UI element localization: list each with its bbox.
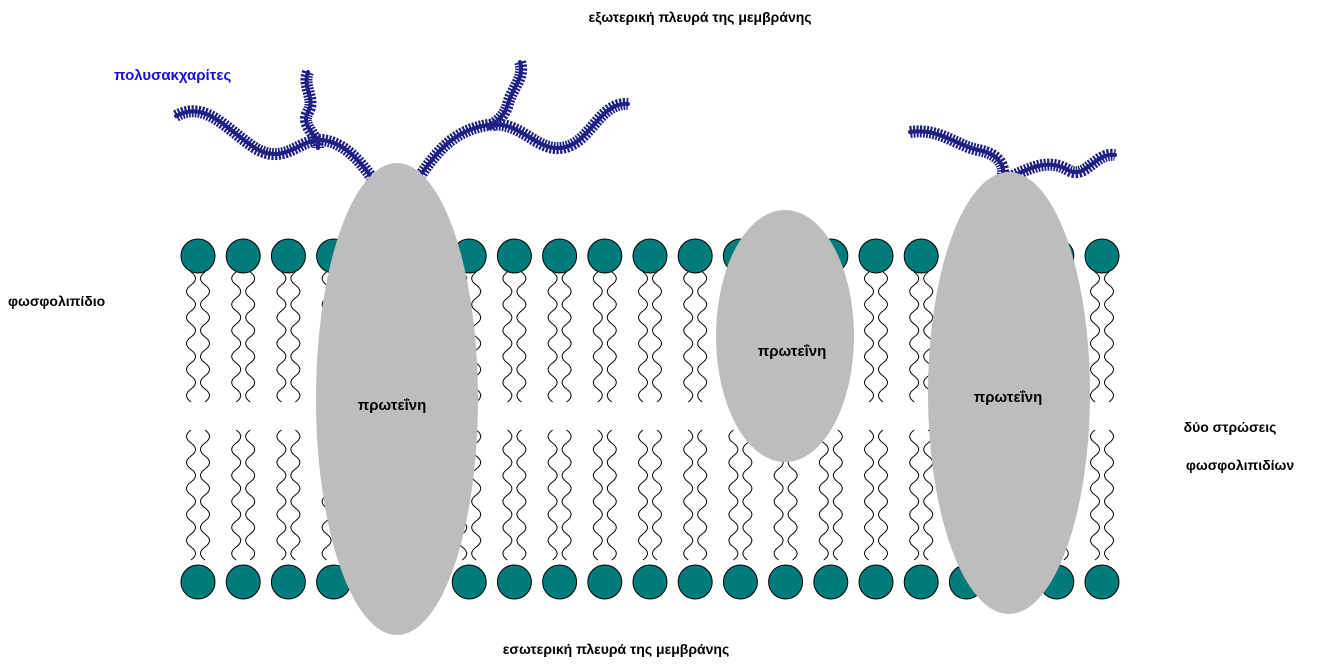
phospholipid-head [181, 565, 215, 599]
protein-1-label: πρωτεΐνη [358, 397, 427, 414]
polysaccharide-chain [910, 131, 1003, 182]
lipid-tail [607, 272, 616, 402]
lipid-tail [562, 272, 571, 402]
phospholipid-head [226, 239, 260, 273]
lipid-tail [684, 430, 693, 560]
phospholipid-head [1085, 565, 1119, 599]
phospholipid-head [588, 239, 622, 273]
phospholipid-head [271, 565, 305, 599]
phospholipid-head [633, 239, 667, 273]
lipid-tail [653, 430, 662, 560]
lipid-tail [1105, 272, 1114, 402]
lipid-tail [517, 430, 526, 560]
lipid-tail [879, 430, 888, 560]
phospholipid-head [271, 239, 305, 273]
phospholipid-head [904, 565, 938, 599]
protein-2 [716, 210, 854, 462]
lipid-tail [729, 430, 738, 560]
phospholipid-head [452, 565, 486, 599]
lipid-tail [548, 272, 557, 402]
phospholipid-head [769, 565, 803, 599]
phospholipid-head [633, 565, 667, 599]
lipid-tail [910, 272, 919, 402]
phospholipid-label: φωσφολιπίδιο [8, 293, 105, 309]
lipid-tail [232, 272, 241, 402]
lipid-tail [879, 272, 888, 402]
lipid-tail [503, 272, 512, 402]
lipid-tail [833, 430, 842, 560]
lipid-tail [743, 430, 752, 560]
lipid-tail [593, 272, 602, 402]
lipid-tail [607, 430, 616, 560]
lipid-tail [684, 272, 693, 402]
lipid-tail [639, 430, 648, 560]
phospholipid-head [543, 239, 577, 273]
lipid-tail [187, 272, 196, 402]
lipid-tail [910, 430, 919, 560]
lipid-tail [517, 272, 526, 402]
polysaccharide-chains [176, 62, 1115, 182]
lipid-tail [277, 430, 286, 560]
phospholipid-head [859, 565, 893, 599]
polysaccharide-chain [176, 111, 372, 178]
lipid-tail [1091, 272, 1100, 402]
lipid-tail [865, 272, 874, 402]
phospholipid-head [904, 239, 938, 273]
lipid-tail [291, 430, 300, 560]
lipid-tail [1105, 430, 1114, 560]
phospholipid-head [588, 565, 622, 599]
lipid-tail [698, 272, 707, 402]
lipid-tail [639, 272, 648, 402]
phospholipid-head [678, 239, 712, 273]
protein-3-label: πρωτεΐνη [974, 389, 1043, 406]
lipid-tail [698, 430, 707, 560]
lipid-tail [187, 430, 196, 560]
lipid-tail [593, 430, 602, 560]
lipid-tail [1091, 430, 1100, 560]
lipid-tail [246, 272, 255, 402]
lipid-tail [819, 430, 828, 560]
phospholipid-head [497, 239, 531, 273]
phospholipid-head [543, 565, 577, 599]
phospholipid-head [497, 565, 531, 599]
inner-side-label: εσωτερική πλευρά της μεμβράνης [503, 641, 729, 657]
lipid-tail [201, 430, 210, 560]
phospholipid-head [181, 239, 215, 273]
phospholipid-head [723, 565, 757, 599]
lipid-tail [503, 430, 512, 560]
phospholipid-head [226, 565, 260, 599]
lipid-tail [562, 430, 571, 560]
lipid-tail [232, 430, 241, 560]
lipid-tail [277, 272, 286, 402]
protein-2-label: πρωτεΐνη [758, 343, 827, 360]
outer-side-label: εξωτερική πλευρά της μεμβράνης [588, 9, 811, 25]
polysaccharides-label: πολυσακχαρίτες [114, 67, 231, 84]
polysaccharide-chain [490, 62, 521, 128]
phospholipid-head [1085, 239, 1119, 273]
lipid-tail [201, 272, 210, 402]
lipid-tail [291, 272, 300, 402]
lipid-tail [246, 430, 255, 560]
lipid-tail [653, 272, 662, 402]
bilayer-label-line2: φωσφολιπιδίων [1186, 457, 1294, 473]
bilayer-label-line1: δύο στρώσεις [1184, 419, 1277, 435]
lipid-tail [548, 430, 557, 560]
lipid-tail [865, 430, 874, 560]
phospholipid-head [678, 565, 712, 599]
phospholipid-head [814, 565, 848, 599]
phospholipid-head [859, 239, 893, 273]
